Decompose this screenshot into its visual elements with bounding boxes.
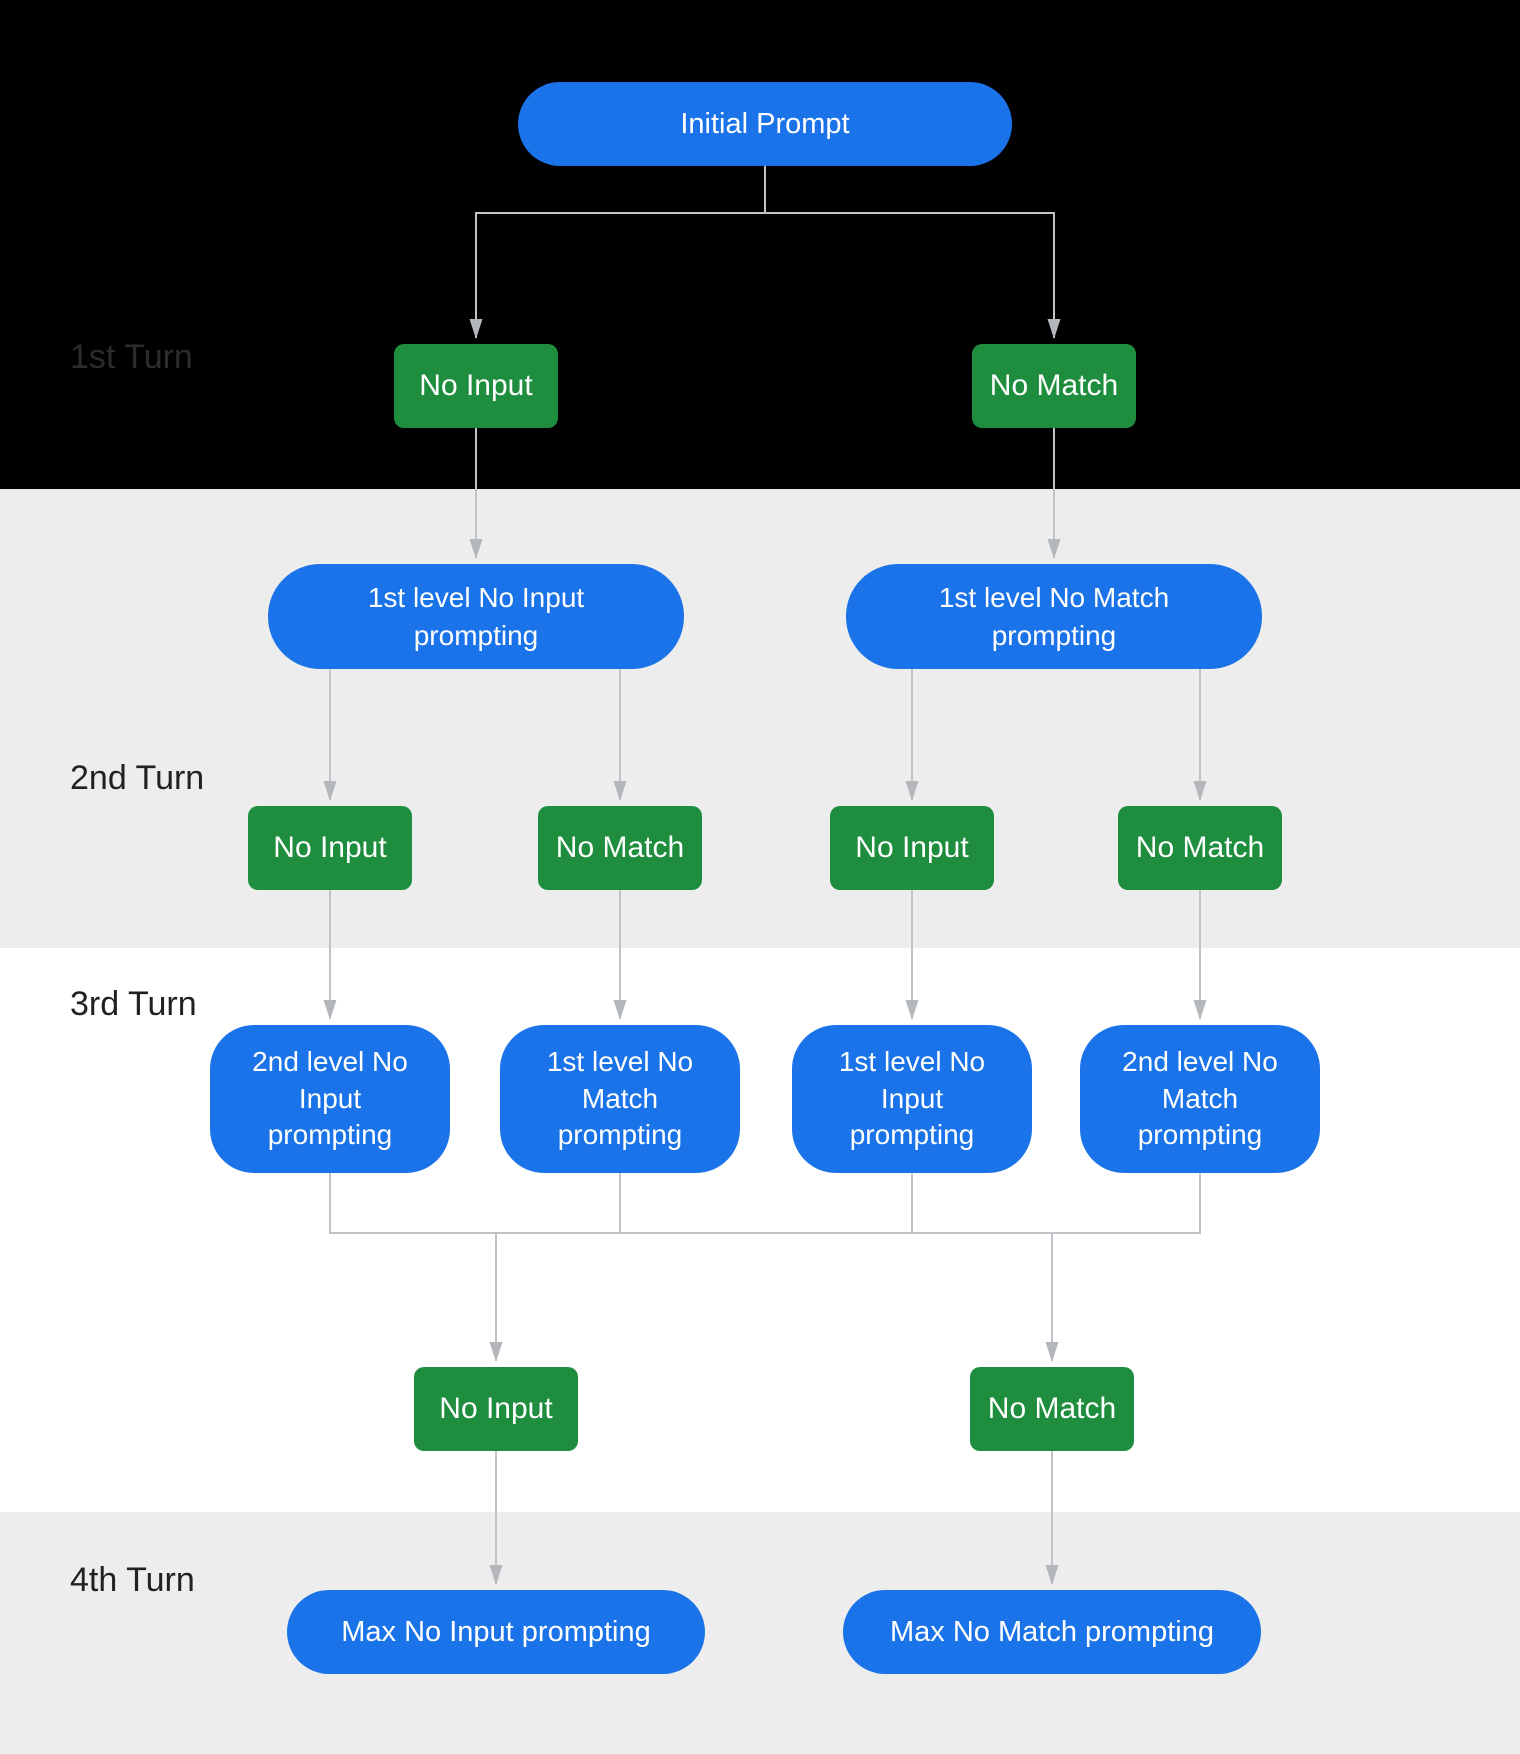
turn3-label: 3rd Turn	[70, 985, 197, 1023]
turn1-label: 1st Turn	[70, 338, 193, 376]
turn4-label: 4th Turn	[70, 1561, 195, 1599]
node-initial-prompt: Initial Prompt	[518, 82, 1012, 166]
node-t1-no-input: No Input	[394, 344, 558, 428]
node-t3-no-input: No Input	[414, 1367, 578, 1451]
node-level1-no-input-prompting: 1st level No Input prompting	[268, 564, 684, 669]
node-level2-no-input-prompting: 2nd level No Input prompting	[210, 1025, 450, 1173]
section-turn4-band	[0, 1512, 1520, 1754]
node-t2-no-match-left: No Match	[538, 806, 702, 890]
section-turn1-band	[0, 0, 1520, 489]
node-t2-no-input-left: No Input	[248, 806, 412, 890]
node-max-no-input-prompting: Max No Input prompting	[287, 1590, 705, 1674]
node-level2-no-match-prompting: 2nd level No Match prompting	[1080, 1025, 1320, 1173]
section-turn2-band	[0, 489, 1520, 948]
node-level1-no-input-prompting-2: 1st level No Input prompting	[792, 1025, 1032, 1173]
node-level1-no-match-prompting: 1st level No Match prompting	[846, 564, 1262, 669]
node-level1-no-match-prompting-2: 1st level No Match prompting	[500, 1025, 740, 1173]
turn2-label: 2nd Turn	[70, 759, 205, 797]
node-t1-no-match: No Match	[972, 344, 1136, 428]
node-t2-no-input-right: No Input	[830, 806, 994, 890]
node-t3-no-match: No Match	[970, 1367, 1134, 1451]
node-t2-no-match-right: No Match	[1118, 806, 1282, 890]
node-max-no-match-prompting: Max No Match prompting	[843, 1590, 1261, 1674]
